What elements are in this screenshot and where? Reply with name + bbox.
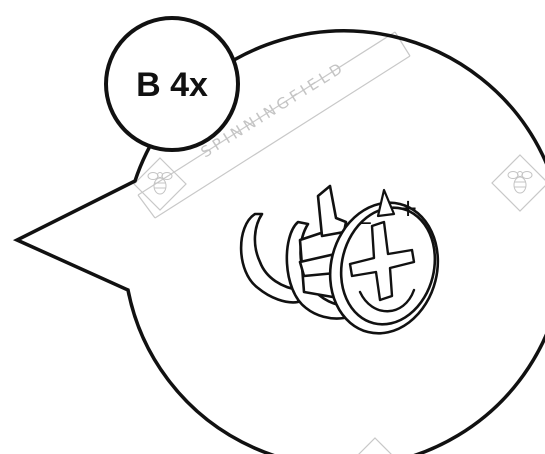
cam-arc: [358, 288, 416, 313]
watermark-badge-right: [491, 154, 545, 212]
part-label-badge: B 4x: [104, 16, 240, 152]
callout-bubble: [12, 29, 545, 454]
watermark-badge-left: [133, 157, 187, 211]
watermark-badge-bottom: [358, 437, 392, 454]
plus-symbol: +: [398, 194, 418, 222]
part-label: B 4x: [136, 66, 208, 104]
cam-lock-fitting-icon: [239, 184, 440, 335]
upper-tab: [316, 184, 348, 238]
bee-icon: [507, 171, 533, 194]
triangle-marker: [376, 188, 396, 218]
rear-fin: [239, 212, 302, 304]
bee-icon: [147, 172, 173, 195]
minus-symbol: –: [360, 208, 372, 236]
cross-slot: [348, 220, 416, 302]
